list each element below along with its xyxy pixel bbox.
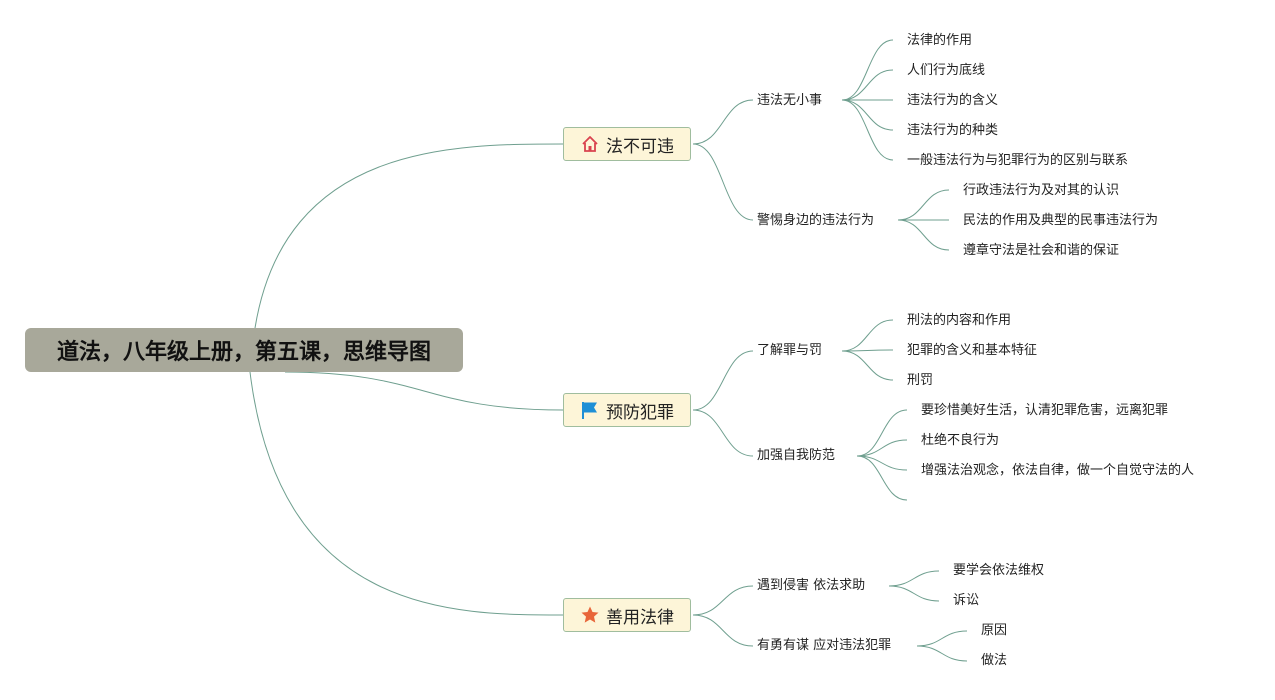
leaf-item[interactable]: 遵章守法是社会和谐的保证 bbox=[963, 243, 1120, 258]
topic-link bbox=[692, 99, 754, 145]
root-link bbox=[284, 371, 564, 411]
root-link bbox=[254, 143, 564, 329]
leaf-link bbox=[841, 319, 894, 352]
leaf-item[interactable]: 诉讼 bbox=[953, 593, 980, 608]
leaf-item[interactable]: 杜绝不良行为 bbox=[921, 433, 1000, 448]
leaf-item[interactable]: 要学会依法维权 bbox=[953, 563, 1045, 578]
topic-link bbox=[692, 350, 754, 411]
leaf-link bbox=[856, 409, 908, 457]
house-icon bbox=[580, 134, 600, 154]
topic-link bbox=[692, 143, 754, 221]
leaf-link bbox=[888, 570, 940, 587]
star-icon bbox=[580, 605, 600, 625]
topic-label: 善用法律 bbox=[606, 607, 674, 628]
topic-link bbox=[692, 585, 754, 616]
leaf-item[interactable]: 行政违法行为及对其的认识 bbox=[963, 183, 1120, 198]
subtopic-jia-qiang-zi-wo-fang-fan[interactable]: 加强自我防范 bbox=[757, 448, 836, 463]
leaf-item[interactable]: 违法行为的种类 bbox=[907, 123, 999, 138]
leaf-item[interactable]: 刑法的内容和作用 bbox=[907, 313, 1012, 328]
leaf-item[interactable]: 增强法治观念，依法自律，做一个自觉守法的人 bbox=[921, 463, 1195, 478]
leaf-link bbox=[841, 99, 894, 161]
leaf-link bbox=[856, 455, 908, 501]
topic-label: 预防犯罪 bbox=[606, 402, 674, 423]
leaf-link bbox=[841, 99, 894, 131]
leaf-item[interactable]: 违法行为的含义 bbox=[907, 93, 999, 108]
leaf-link bbox=[841, 349, 894, 352]
topic-link bbox=[692, 614, 754, 647]
leaf-link bbox=[856, 455, 908, 471]
leaf-item[interactable]: 做法 bbox=[981, 653, 1008, 668]
root-topic[interactable]: 道法，八年级上册，第五课，思维导图 bbox=[25, 328, 463, 372]
leaf-item[interactable]: 民法的作用及典型的民事违法行为 bbox=[963, 213, 1159, 228]
leaf-item[interactable]: 刑罚 bbox=[907, 373, 934, 388]
leaf-item[interactable]: 原因 bbox=[981, 623, 1008, 638]
topic-label: 法不可违 bbox=[606, 136, 674, 157]
subtopic-liao-jie-zui-yu-fa[interactable]: 了解罪与罚 bbox=[757, 343, 823, 358]
root-link bbox=[249, 371, 564, 616]
root-title: 道法，八年级上册，第五课，思维导图 bbox=[56, 340, 431, 365]
leaf-link bbox=[856, 439, 908, 457]
leaf-item[interactable]: 法律的作用 bbox=[907, 33, 973, 48]
topic-link bbox=[692, 409, 754, 457]
leaf-item[interactable]: 犯罪的含义和基本特征 bbox=[907, 343, 1038, 358]
leaf-link bbox=[897, 189, 950, 221]
leaf-link bbox=[888, 585, 940, 602]
topic-shan-yong-fa-lv[interactable]: 善用法律 bbox=[563, 598, 691, 632]
leaf-link bbox=[841, 350, 894, 381]
subtopic-wei-fa-wu-xiao-shi[interactable]: 违法无小事 bbox=[757, 93, 823, 108]
topic-yu-fang-fan-zui[interactable]: 预防犯罪 bbox=[563, 393, 691, 427]
leaf-item[interactable]: 一般违法行为与犯罪行为的区别与联系 bbox=[907, 153, 1129, 168]
leaf-link bbox=[897, 219, 950, 251]
leaf-item[interactable]: 要珍惜美好生活，认清犯罪危害，远离犯罪 bbox=[921, 403, 1169, 418]
leaf-link bbox=[841, 69, 894, 101]
leaf-link bbox=[916, 630, 968, 647]
subtopic-jing-ti-shen-bian[interactable]: 警惕身边的违法行为 bbox=[757, 213, 875, 228]
subtopic-yu-dao-qin-hai[interactable]: 遇到侵害 依法求助 bbox=[757, 578, 866, 593]
leaf-item[interactable]: 人们行为底线 bbox=[907, 63, 986, 78]
leaf-link bbox=[841, 39, 894, 101]
topic-fa-bu-ke-wei[interactable]: 法不可违 bbox=[563, 127, 691, 161]
flag-icon bbox=[580, 400, 600, 420]
leaf-link bbox=[916, 645, 968, 662]
subtopic-you-yong-you-mou[interactable]: 有勇有谋 应对违法犯罪 bbox=[757, 638, 892, 653]
